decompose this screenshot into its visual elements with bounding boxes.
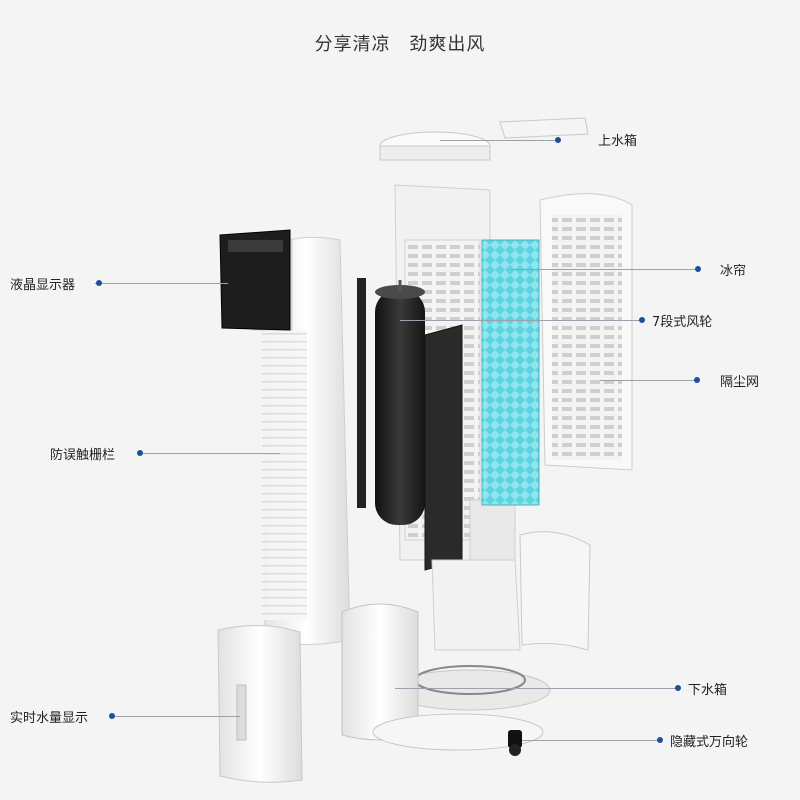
callout-dot-lcd (96, 280, 102, 286)
callout-dot-upper-tank (555, 137, 561, 143)
callout-dot-ice-curtain (695, 266, 701, 272)
fan-wheel-part (375, 280, 425, 525)
callout-dot-dust-filter (694, 377, 700, 383)
side-strip-part (357, 278, 366, 508)
leader-dust-filter (600, 380, 697, 381)
headline: 分享清凉 劲爽出风 (0, 30, 800, 56)
front-lower-shell-part (217, 625, 303, 783)
leader-caster (522, 740, 660, 741)
callout-dot-lower-tank (675, 685, 681, 691)
leader-lcd (95, 283, 228, 284)
leader-upper-tank (440, 140, 557, 141)
lcd-display-part (219, 229, 291, 331)
leader-grille (140, 453, 280, 454)
leader-ice-curtain (510, 269, 698, 270)
dust-filter-part (539, 193, 633, 471)
caster-part (508, 730, 522, 756)
callout-dot-water-level (109, 713, 115, 719)
base-part (372, 713, 544, 751)
callout-dot-caster (657, 737, 663, 743)
inner-duct-part (424, 324, 463, 571)
label-lcd-display: 液晶显示器 (10, 278, 76, 293)
leader-water-level (112, 716, 240, 717)
ice-curtain-part (481, 239, 540, 506)
label-dust-filter: 隔尘网 (720, 375, 760, 390)
label-upper-tank: 上水箱 (598, 134, 638, 149)
callout-dot-fan-wheel (639, 317, 645, 323)
leader-fan-wheel (400, 320, 642, 321)
headline-part2: 劲爽出风 (409, 34, 486, 55)
lower-frame-part (389, 559, 551, 711)
label-lower-tank: 下水箱 (688, 683, 728, 698)
front-body-part (251, 236, 351, 645)
label-fan-wheel: 7段式风轮 (652, 315, 713, 330)
label-water-level-display: 实时水量显示 (10, 711, 89, 726)
leader-lower-tank (395, 688, 678, 689)
label-safety-grille: 防误触栅栏 (50, 448, 116, 463)
rear-curve-part (519, 531, 591, 651)
callout-dot-grille (137, 450, 143, 456)
label-ice-curtain: 冰帘 (720, 264, 747, 279)
label-hidden-casters: 隐藏式万向轮 (670, 735, 749, 750)
upper-tank-part (379, 117, 589, 161)
headline-part1: 分享清凉 (314, 34, 391, 55)
